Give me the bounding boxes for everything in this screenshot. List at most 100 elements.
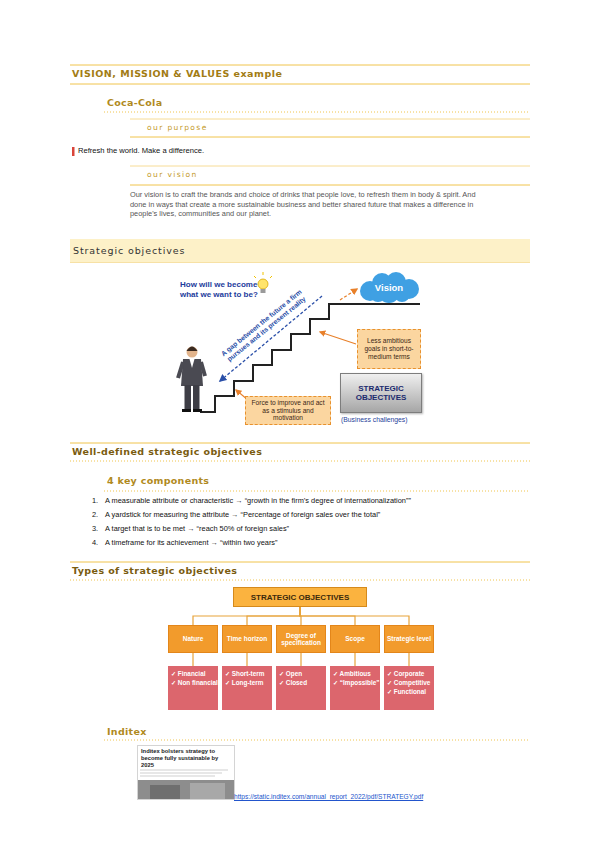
dotted-rule <box>70 461 530 462</box>
node-text: ✓ Ambitious <box>333 670 371 679</box>
rule <box>130 119 530 120</box>
list-number: 3. <box>92 525 98 534</box>
node-text: Inditex bolsters strategy to become full… <box>141 748 231 769</box>
businessman-figure <box>178 347 205 413</box>
dotted-rule <box>104 112 530 113</box>
node-text: Strategic level <box>387 635 431 642</box>
tree-root-box: STRATEGIC OBJECTIVES <box>233 587 367 607</box>
section-heading: Types of strategic objectives <box>72 566 237 577</box>
node-text: ✓ Open <box>279 670 302 679</box>
quote-bar <box>72 147 75 156</box>
vision-cloud: Vision <box>356 271 422 303</box>
text-line <box>140 770 228 771</box>
article-thumbnail <box>137 745 235 800</box>
head <box>187 347 198 358</box>
node-text: STRATEGIC OBJECTIVES <box>341 384 421 402</box>
node-text: ✓ Short-term <box>225 670 264 679</box>
subsection-heading: our purpose <box>147 124 208 133</box>
connector <box>192 653 193 666</box>
connector <box>247 607 300 625</box>
note-box: Less ambitious goals in short-to-medium … <box>357 329 421 369</box>
rule <box>70 65 530 66</box>
bulb-ray <box>270 276 272 278</box>
type-list-box: ✓ Ambitious✓ “Impossible” <box>330 666 380 710</box>
dotted-rule <box>104 740 530 741</box>
rule <box>130 185 530 186</box>
dotted-rule <box>104 491 530 492</box>
list-item: A yardstick for measuring the attribute … <box>105 511 380 520</box>
company-heading: Coca-Cola <box>107 98 162 109</box>
category-box: Degree of specification <box>276 625 326 653</box>
connector <box>246 653 247 666</box>
list-number: 1. <box>92 497 98 506</box>
node-text: Vision <box>375 282 403 293</box>
leg <box>193 385 200 410</box>
thumbnail-paper <box>137 745 235 800</box>
vision-statement: Our vision is to craft the brands and ch… <box>130 190 482 219</box>
node-text: Nature <box>183 635 204 642</box>
list-number: 4. <box>92 539 98 548</box>
list-item: A measurable attribute or characteristic… <box>105 497 411 506</box>
thumbnail-photo <box>137 780 235 800</box>
category-box: Time horizon <box>222 625 272 653</box>
text-line <box>140 773 222 774</box>
shoe <box>193 409 202 412</box>
section-heading: Well-defined strategic objectives <box>72 447 262 458</box>
pointer-arrow <box>320 332 356 344</box>
category-box: Strategic level <box>384 625 434 653</box>
node-text: ✓ Financial <box>171 670 205 679</box>
connector <box>193 607 300 625</box>
arm <box>178 362 183 378</box>
bulb-ray <box>263 272 264 275</box>
category-box: Scope <box>330 625 380 653</box>
leg <box>185 385 192 410</box>
node-text: Time horizon <box>227 635 267 642</box>
subsection-heading: 4 key components <box>107 476 209 487</box>
list-number: 2. <box>92 511 98 520</box>
subsection-heading: our vision <box>147 171 198 180</box>
type-list-box: ✓ Corporate✓ Competitive✓ Functional <box>384 666 434 710</box>
page-heading: VISION, MISSION & VALUES example <box>72 69 282 80</box>
node-text: Less ambitious goals in short-to-medium … <box>360 337 418 361</box>
bulb-glass <box>258 279 268 289</box>
photo-shape <box>150 785 180 800</box>
node-text: ✓ Closed <box>279 679 307 688</box>
rule <box>130 137 530 138</box>
box-caption: (Business challenges) <box>341 416 408 424</box>
type-list-box: ✓ Financial✓ Non financial <box>168 666 218 710</box>
node-text: ✓ Corporate <box>387 670 424 679</box>
text-line <box>140 776 215 777</box>
shoe <box>182 409 191 412</box>
section-rules <box>70 65 530 740</box>
node-text: ✓ Long-term <box>225 679 263 688</box>
connector <box>354 653 355 666</box>
type-list-box: ✓ Short-term✓ Long-term <box>222 666 272 710</box>
node-text: ✓ “Impossible” <box>333 679 380 688</box>
dotted-rule <box>70 580 530 581</box>
rule <box>70 562 530 563</box>
rule <box>130 166 530 167</box>
connector <box>300 607 409 625</box>
purpose-statement: Refresh the world. Make a difference. <box>78 147 204 156</box>
section-band: Strategic objectives <box>70 239 530 262</box>
list-item: A timeframe for its achievement → “withi… <box>105 539 278 548</box>
bulb-ray <box>254 276 256 278</box>
node-text: ✓ Functional <box>387 688 426 697</box>
node-text: Scope <box>345 635 365 642</box>
company-heading: Inditex <box>107 727 147 738</box>
bulb-base <box>261 289 266 293</box>
vision-arrow <box>340 289 357 300</box>
rule <box>70 84 530 85</box>
node-text: ✓ Non financial <box>171 679 218 688</box>
node-text: Strategic objectives <box>73 245 185 256</box>
node-text: Degree of specification <box>278 632 324 647</box>
hair <box>187 347 198 352</box>
node-text: Force to improve and act as a stimulus a… <box>248 399 328 423</box>
question-text: How will we become what we want to be? <box>180 280 266 299</box>
category-box: Nature <box>168 625 218 653</box>
article-thumbnail-box: Inditex bolsters strategy to become full… <box>137 745 235 800</box>
rule <box>70 443 530 444</box>
type-list-box: ✓ Open✓ Closed <box>276 666 326 710</box>
connector <box>300 653 301 666</box>
